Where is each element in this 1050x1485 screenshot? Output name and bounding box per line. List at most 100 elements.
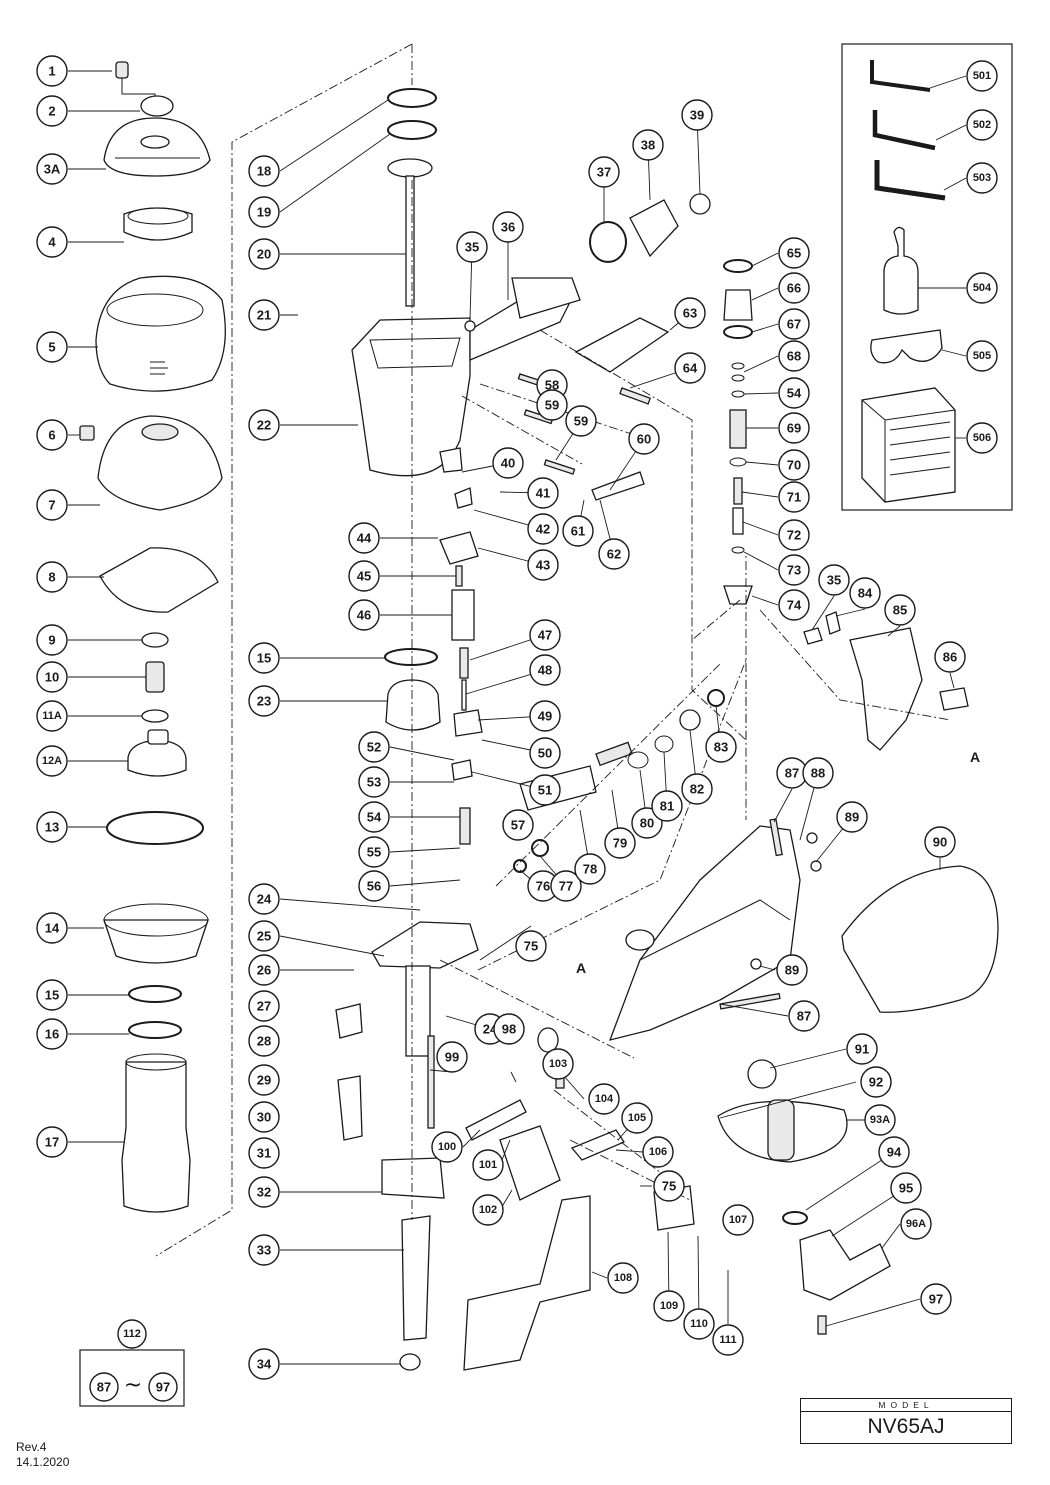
part-bubble-41: 41: [527, 477, 559, 509]
part-bubble-circle: [966, 162, 998, 194]
part-bubble-95: 95: [890, 1172, 922, 1204]
part-number-label: 7: [48, 498, 55, 513]
part-bubble-45: 45: [348, 560, 380, 592]
part-bubble-71: 71: [778, 481, 810, 513]
part-bubble-94: 94: [878, 1136, 910, 1168]
part-bubble-50: 50: [529, 737, 561, 769]
part-number-label: 80: [640, 816, 654, 831]
part-bubble-24: 24: [248, 883, 280, 915]
part-bubble-circle: [248, 642, 280, 674]
part-bubble-circle: [36, 489, 68, 521]
part-bubble-502: 502: [966, 109, 998, 141]
part-number-label: 505: [973, 350, 991, 362]
part-number-label: 67: [787, 317, 801, 332]
part-number-label: 49: [538, 709, 552, 724]
part-bubble-80: 80: [631, 807, 663, 839]
part-number-label: 88: [811, 766, 825, 781]
range-from-label: 87: [97, 1380, 111, 1395]
part-bubble-circle: [36, 624, 68, 656]
part-bubble-49: 49: [529, 700, 561, 732]
part-number-label: 103: [549, 1058, 567, 1070]
part-number-label: 42: [536, 522, 550, 537]
part-bubble-circle: [550, 870, 582, 902]
part-bubble-circle: [778, 412, 810, 444]
part-number-label: 40: [501, 456, 515, 471]
part-bubble-52: 52: [358, 731, 390, 763]
part-bubble-62: 62: [598, 538, 630, 570]
part-bubble-circle: [776, 954, 808, 986]
part-bubble-505: 505: [966, 340, 998, 372]
part-number-label: 98: [502, 1022, 516, 1037]
part-number-label: 1: [48, 64, 55, 79]
part-number-label: 503: [973, 172, 991, 184]
part-bubble-circle: [348, 560, 380, 592]
part-bubble-104: 104: [588, 1083, 620, 1115]
part-bubble-circle: [836, 801, 868, 833]
part-bubble-60: 60: [628, 423, 660, 455]
part-bubble-63: 63: [674, 297, 706, 329]
part-bubble-59: 59: [565, 405, 597, 437]
range-to-bubble: [148, 1372, 178, 1402]
part-bubble-109: 109: [653, 1290, 685, 1322]
part-bubble-101: 101: [472, 1149, 504, 1181]
part-bubble-circle: [778, 272, 810, 304]
part-bubble-37: 37: [588, 156, 620, 188]
range-to-label: 97: [156, 1380, 170, 1395]
part-number-label: 70: [787, 458, 801, 473]
part-bubble-103: 103: [542, 1048, 574, 1080]
part-label-112: 112: [123, 1328, 141, 1340]
part-number-label: 75: [524, 939, 538, 954]
part-bubble-circle: [631, 807, 663, 839]
part-bubble-30: 30: [248, 1101, 280, 1133]
part-bubble-circle: [529, 737, 561, 769]
part-bubble-506: 506: [966, 422, 998, 454]
part-bubble-circle: [588, 1083, 620, 1115]
hex-key-503: [874, 160, 946, 201]
part-bubble-91: 91: [846, 1033, 878, 1065]
part-bubble-circle: [492, 447, 524, 479]
part-bubble-circle: [529, 700, 561, 732]
part-bubble-circle: [248, 685, 280, 717]
part-number-label: 81: [660, 799, 674, 814]
part-bubble-circle: [890, 1172, 922, 1204]
model-box: MODEL NV65AJ: [800, 1398, 1012, 1444]
part-bubble-circle: [846, 1033, 878, 1065]
part-bubble-circle: [778, 589, 810, 621]
part-bubble-circle: [674, 297, 706, 329]
part-bubble-66: 66: [778, 272, 810, 304]
part-bubble-70: 70: [778, 449, 810, 481]
part-bubble-26: 26: [248, 954, 280, 986]
carrying-case-506: [861, 387, 956, 503]
part-bubble-circle: [36, 1126, 68, 1158]
part-bubble-circle: [621, 1102, 653, 1134]
part-number-label: 12A: [42, 755, 62, 767]
part-bubble-35: 35: [818, 564, 850, 596]
part-bubble-19: 19: [248, 196, 280, 228]
part-bubble-circle: [934, 641, 966, 673]
part-number-label: 56: [367, 879, 381, 894]
safety-glasses-505: [870, 329, 943, 364]
part-number-label: 73: [787, 563, 801, 578]
part-bubble-40: 40: [492, 447, 524, 479]
part-bubble-circle: [248, 1025, 280, 1057]
part-bubble-503: 503: [966, 162, 998, 194]
part-bubble-circle: [778, 519, 810, 551]
part-number-bubbles: 123A4567891011A12A1314151617181920212215…: [36, 55, 998, 1380]
assembly-lines: [155, 43, 951, 1257]
part-number-label: 52: [367, 740, 381, 755]
part-bubble-67: 67: [778, 308, 810, 340]
part-bubble-circle: [348, 599, 380, 631]
part-number-label: 85: [893, 603, 907, 618]
part-bubble-circle: [529, 774, 561, 806]
part-bubble-circle: [248, 1234, 280, 1266]
part-bubble-circle: [681, 99, 713, 131]
part-bubble-circle: [920, 1283, 952, 1315]
revision-date: 14.1.2020: [16, 1455, 70, 1469]
part-bubble-105: 105: [621, 1102, 653, 1134]
part-bubble-circle: [778, 449, 810, 481]
part-number-label: 39: [690, 108, 704, 123]
part-number-label: 58: [545, 378, 559, 393]
part-bubble-circle: [924, 826, 956, 858]
part-bubble-circle: [248, 990, 280, 1022]
part-bubble-87: 87: [788, 1000, 820, 1032]
